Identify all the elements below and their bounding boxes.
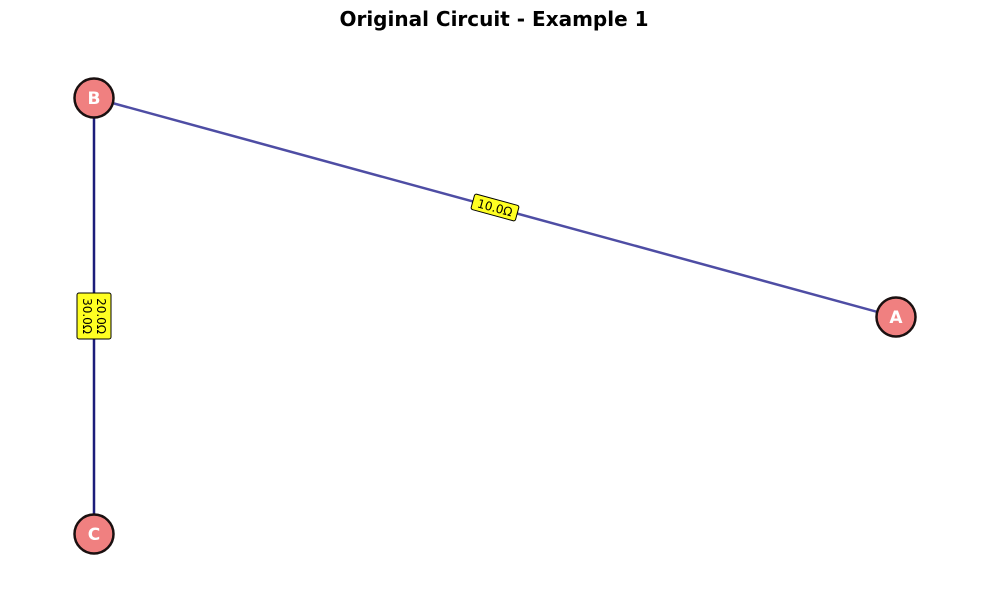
node-label-b: B: [88, 89, 101, 109]
node-b: B: [73, 77, 115, 119]
node-c: C: [73, 513, 115, 555]
edge-label-b-a: 10.0Ω: [470, 193, 520, 222]
node-circle-a: [875, 296, 917, 338]
node-circle-b: [73, 77, 115, 119]
edge-label-text-b-c-1: 20.0Ω: [94, 298, 108, 334]
diagram-title: Original Circuit - Example 1: [339, 7, 648, 31]
node-label-a: A: [889, 308, 903, 328]
edge-b-a: 10.0Ω: [93, 96, 897, 319]
edge-label-b-c: 20.0Ω 30.0Ω: [76, 292, 112, 340]
edge-label-text-b-c-2: 30.0Ω: [80, 298, 94, 334]
edge-b-c: 20.0Ω 30.0Ω: [76, 98, 112, 534]
node-circle-c: [73, 513, 115, 555]
node-a: A: [875, 296, 917, 338]
edge-label-box-b-c: [76, 292, 112, 340]
node-label-c: C: [88, 525, 100, 545]
edge-label-box-b-a: [470, 193, 520, 222]
